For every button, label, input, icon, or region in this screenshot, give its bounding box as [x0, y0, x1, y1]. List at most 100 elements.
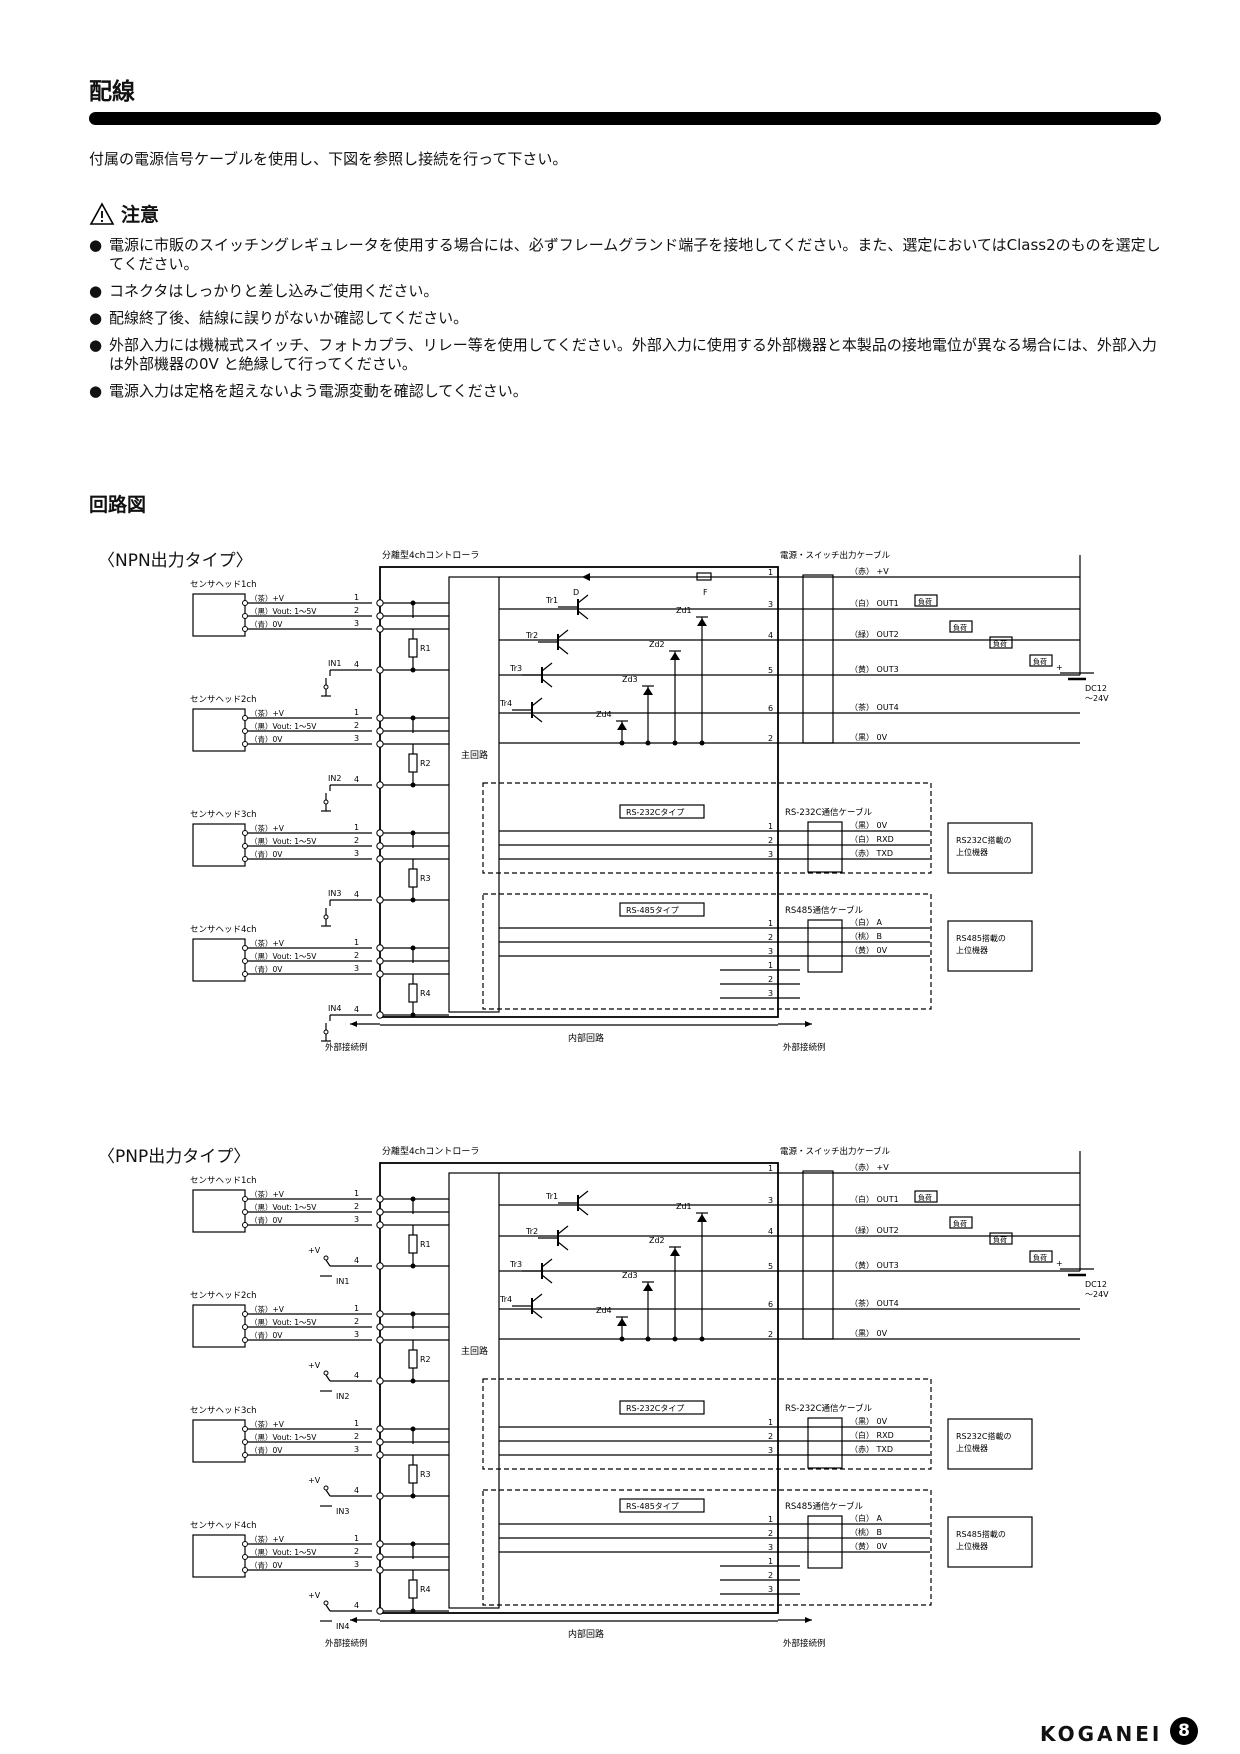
rs232-connector	[807, 1417, 843, 1469]
page-number: 8	[1170, 1717, 1198, 1745]
sensor-terminal	[242, 1554, 248, 1560]
rs232-device-label: RS232C搭載の	[956, 835, 1012, 845]
zener-label: Zd3	[622, 675, 638, 684]
sensor-terminal	[242, 1324, 248, 1330]
controller-terminal	[376, 957, 384, 965]
junction	[699, 1336, 705, 1342]
junction	[619, 740, 625, 746]
pin-number: 2	[768, 1330, 773, 1339]
controller-terminal	[376, 1566, 384, 1574]
pin-number: 4	[354, 1256, 359, 1265]
junction	[645, 1336, 651, 1342]
sensor-terminal	[242, 1439, 248, 1445]
rs232-type-box	[619, 804, 705, 819]
resistor-label: R2	[420, 759, 431, 768]
plus-v-label: +V	[308, 1476, 321, 1485]
rs485-connector	[807, 1515, 843, 1569]
controller-terminal	[376, 714, 384, 722]
power-wire-label: （赤） +V	[850, 1163, 889, 1172]
sensor-terminal	[242, 958, 248, 964]
pin-number: 1	[768, 919, 773, 928]
pin-number: 1	[354, 823, 359, 832]
switch-contact	[323, 1029, 329, 1035]
plus-v-label: +V	[308, 1591, 321, 1600]
pin-number: 4	[354, 1005, 359, 1014]
in-label: IN1	[328, 659, 341, 668]
junction	[699, 740, 705, 746]
switch-contact	[323, 1485, 329, 1491]
sensor-wire-label: （茶）+V	[250, 708, 285, 718]
controller-terminal	[376, 1310, 384, 1318]
dc-label: ～24V	[1085, 694, 1109, 703]
transistor-emitter	[577, 610, 589, 620]
junction	[410, 1196, 416, 1202]
pin-number: 2	[354, 721, 359, 730]
sensor-terminal	[242, 626, 248, 632]
main-circuit-box	[448, 576, 500, 1013]
sensor-head-label: センサヘッド1ch	[190, 580, 256, 590]
sensor-terminal	[242, 600, 248, 606]
rs232-device-box	[947, 822, 1033, 874]
controller-terminal	[376, 1451, 384, 1459]
switch-contact	[323, 1600, 329, 1606]
sensor-terminal	[242, 741, 248, 747]
switch-contact	[323, 914, 329, 920]
rs485-device-box	[947, 920, 1033, 972]
resistor	[408, 1579, 418, 1599]
in-label: IN1	[336, 1277, 349, 1286]
pin-number: 4	[768, 1227, 773, 1236]
external-right-label: 外部接続例	[783, 1042, 826, 1053]
pin-number: 2	[354, 606, 359, 615]
sensor-terminal	[242, 830, 248, 836]
rs485-wire-label: （白） A	[850, 917, 883, 927]
zener-label: Zd1	[676, 1202, 692, 1211]
sensor-terminal	[242, 1209, 248, 1215]
pin-number: 2	[354, 1432, 359, 1441]
transistor-label: Tr1	[545, 596, 558, 605]
pin-number: 3	[354, 849, 359, 858]
transistor-emitter	[541, 1274, 553, 1284]
controller-terminal	[376, 829, 384, 837]
controller-label: 分離型4chコントローラ	[382, 1145, 479, 1157]
controller-terminal	[376, 1425, 384, 1433]
junction	[410, 1426, 416, 1432]
junction	[672, 740, 678, 746]
resistor-label: R1	[420, 1240, 431, 1249]
pin-number: 3	[354, 619, 359, 628]
sensor-wire-label: （茶）+V	[250, 593, 285, 603]
sensor-terminal	[242, 613, 248, 619]
load-box	[1029, 1250, 1053, 1263]
in-label: IN4	[336, 1622, 349, 1631]
page-title: 配線	[89, 79, 135, 105]
rs232-cable-label: RS-232C通信ケーブル	[785, 1403, 873, 1414]
rs232-wire-label: （赤） TXD	[850, 1445, 893, 1454]
transistor-collector	[531, 1293, 543, 1303]
controller-terminal	[376, 1195, 384, 1203]
sensor-head-label: センサヘッド4ch	[190, 925, 256, 935]
controller-terminal	[376, 1336, 384, 1344]
rs232-type-label: RS-232Cタイプ	[626, 808, 684, 817]
in-label: IN2	[328, 774, 341, 783]
pin-number: 3	[768, 947, 773, 956]
load-label: 負荷	[918, 1193, 932, 1202]
load-label: 負荷	[1033, 657, 1047, 666]
plus-v-label: +V	[308, 1246, 321, 1255]
sensor-wire-label: （青）0V	[250, 734, 283, 744]
load-label: 負荷	[993, 1235, 1007, 1244]
zener-label: Zd4	[596, 710, 612, 719]
pin-number: 2	[768, 933, 773, 942]
controller-terminal	[376, 1438, 384, 1446]
sensor-terminal	[242, 1311, 248, 1317]
power-cable-label: 電源・スイッチ出力ケーブル	[780, 1146, 890, 1157]
junction	[410, 782, 416, 788]
pin-number: 1	[768, 1418, 773, 1427]
transistor-label: Tr4	[499, 1295, 512, 1304]
resistor-label: R1	[420, 644, 431, 653]
warning-icon	[89, 201, 115, 225]
pin-number: 3	[768, 850, 773, 859]
resistor-label: R3	[420, 1470, 431, 1479]
sensor-wire-label: （青）0V	[250, 1445, 283, 1455]
pin-number: 1	[354, 1189, 359, 1198]
npn-title: 〈NPN出力タイプ〉	[98, 551, 253, 571]
junction	[410, 1541, 416, 1547]
